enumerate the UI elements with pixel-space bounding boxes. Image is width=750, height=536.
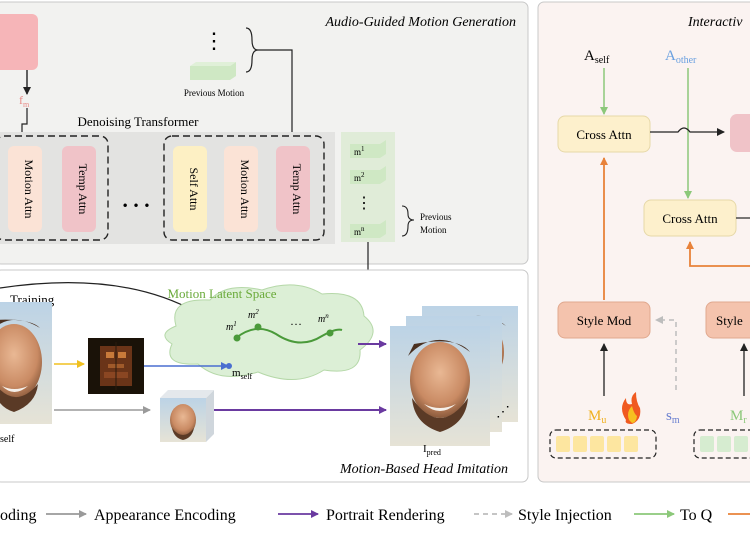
predicted-ellipsis: ⋰ bbox=[496, 404, 510, 420]
source-face-image bbox=[0, 302, 52, 424]
latent-point-m2 bbox=[254, 323, 262, 331]
legend: oding Appearance Encoding Portrait Rende… bbox=[0, 507, 750, 524]
motion-stack-dots: ⋮ bbox=[356, 193, 372, 212]
interactive-panel bbox=[537, 1, 750, 483]
previous-motion-arrow bbox=[258, 49, 296, 147]
mr-label: Mr bbox=[730, 408, 747, 426]
self-attn-label: Self Attn bbox=[187, 167, 201, 210]
previous-motion-dots: ⋮ bbox=[203, 29, 225, 54]
latent-point-mn bbox=[326, 329, 334, 337]
fm-label: fm bbox=[19, 93, 30, 109]
motion-attn-label-left: Motion Attn bbox=[22, 159, 36, 218]
temp-attn-block-right bbox=[276, 146, 310, 232]
legend-item-appearance: Appearance Encoding bbox=[94, 507, 236, 524]
motion-stack-m1: m1 bbox=[354, 145, 365, 157]
latent-label-mn: mn bbox=[318, 312, 329, 325]
denoising-left-group bbox=[0, 135, 109, 241]
source-self-label: self bbox=[0, 434, 15, 445]
mu-token-sequence bbox=[549, 429, 657, 459]
cross-attn-1 bbox=[557, 115, 651, 153]
training-arrow bbox=[0, 282, 197, 313]
latent-label-m2: m2 bbox=[248, 308, 259, 321]
legend-item-partial: oding bbox=[0, 507, 36, 524]
stack-motion-label: Motion bbox=[420, 225, 447, 235]
cross-attn-1-out-arrow bbox=[650, 127, 725, 136]
latent-space-label: Motion Latent Space bbox=[167, 286, 276, 301]
latent-point-m1 bbox=[233, 334, 241, 342]
audio-feature-box bbox=[0, 14, 38, 70]
temp-attn-label-right: Temp Attn bbox=[290, 164, 304, 215]
mr-token-sequence bbox=[693, 429, 750, 459]
legend-item-toq: To Q bbox=[680, 507, 713, 524]
sm-label: sm bbox=[666, 408, 680, 426]
latent-label-m1: m1 bbox=[226, 320, 237, 333]
latent-dots: … bbox=[290, 314, 302, 328]
denoising-title: Denoising Transformer bbox=[78, 114, 200, 129]
stack-previous-label: Previous bbox=[420, 212, 452, 222]
motion-attn-block-left bbox=[8, 146, 42, 232]
cross-attn-1-label: Cross Attn bbox=[576, 127, 632, 142]
appearance-volume bbox=[160, 390, 214, 442]
latent-cloud bbox=[164, 284, 374, 381]
previous-motion-block bbox=[190, 62, 236, 80]
motion-attn-block-right bbox=[224, 146, 258, 232]
style-mod-2 bbox=[705, 301, 750, 339]
ellipsis: • • • bbox=[122, 199, 151, 213]
style-mod-1 bbox=[557, 301, 651, 339]
stack-brace bbox=[401, 205, 415, 237]
fire-icon bbox=[622, 392, 641, 424]
legend-item-style: Style Injection bbox=[518, 507, 612, 524]
a-self-label: Aself bbox=[584, 48, 610, 66]
output-block bbox=[730, 114, 750, 152]
temp-attn-block-left bbox=[62, 146, 96, 232]
cross-attn-2-label: Cross Attn bbox=[662, 211, 718, 226]
motion-attn-label-right: Motion Attn bbox=[238, 159, 252, 218]
self-attn-block bbox=[173, 146, 207, 232]
imitation-panel-title: Motion-Based Head Imitation bbox=[339, 462, 508, 477]
predicted-frames bbox=[390, 306, 518, 446]
style-mod-1-label: Style Mod bbox=[577, 313, 632, 328]
style-injection-arrow bbox=[655, 316, 677, 390]
motion-stack: m1 m2 ⋮ mn bbox=[350, 140, 386, 238]
temp-attn-label-left: Temp Attn bbox=[76, 164, 90, 215]
interactive-panel-title: Interactiv bbox=[687, 15, 743, 30]
previous-motion-label: Previous Motion bbox=[184, 88, 245, 98]
style-mod-2-label: Style bbox=[716, 313, 743, 328]
mself-point bbox=[226, 363, 232, 369]
mu-label: Mu bbox=[588, 408, 606, 426]
ipred-label: Ipred bbox=[423, 443, 441, 457]
mself-label: mself bbox=[232, 367, 252, 381]
motion-stack-m2: m2 bbox=[354, 171, 365, 183]
style-to-cross-attn-2-arrow bbox=[686, 241, 750, 267]
motion-feature-map bbox=[88, 338, 144, 394]
legend-item-portrait: Portrait Rendering bbox=[326, 507, 445, 524]
audio-panel-title: Audio-Guided Motion Generation bbox=[324, 15, 516, 30]
denoising-right-group bbox=[163, 135, 325, 241]
a-other-label: Aother bbox=[665, 48, 697, 66]
motion-stack-mn: mn bbox=[354, 225, 365, 237]
